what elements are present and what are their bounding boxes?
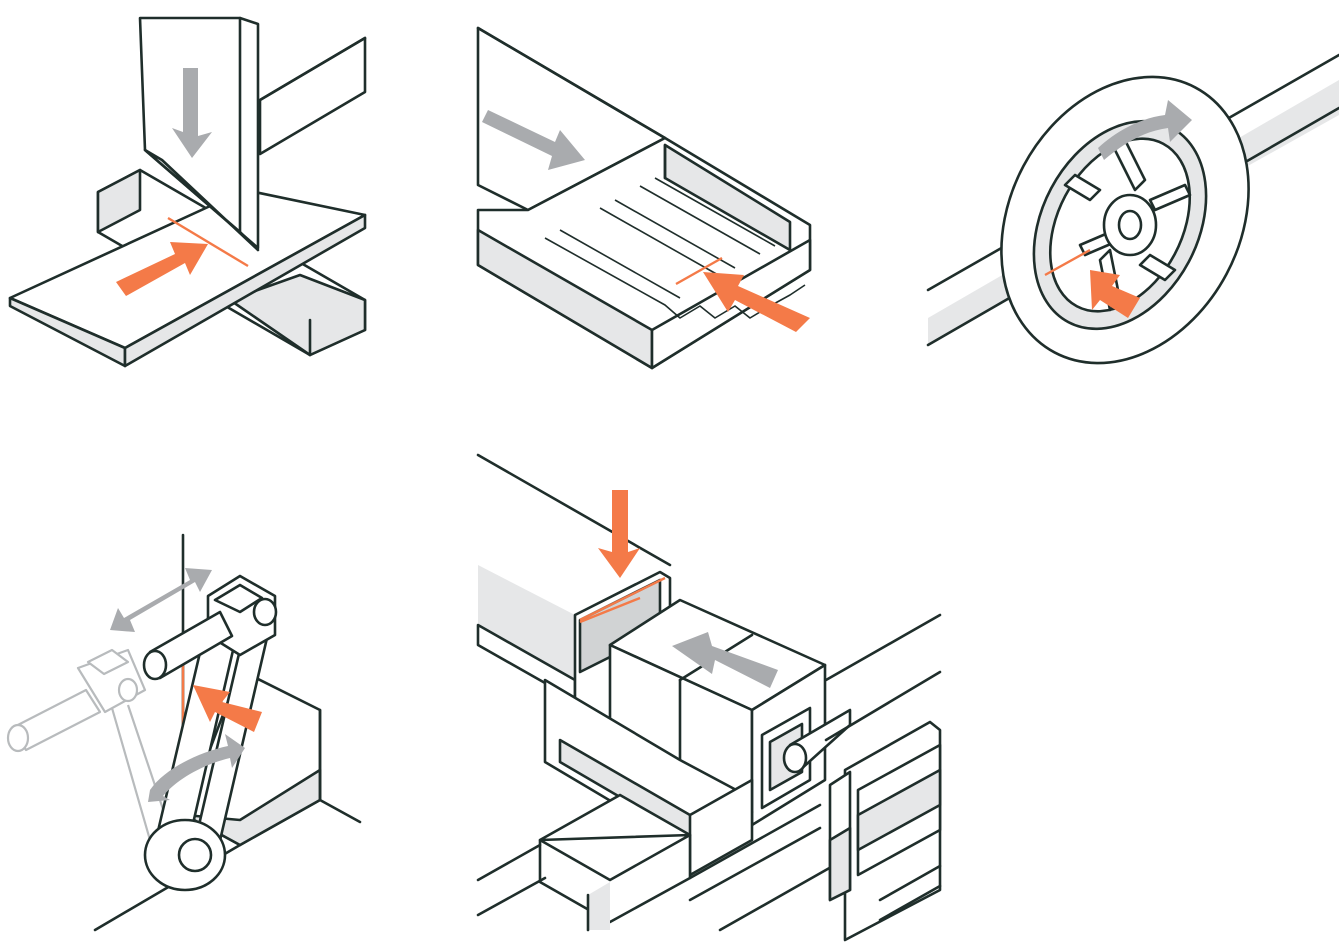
panel-swing-arm-linkage — [6, 533, 362, 932]
panel-rotary-handwheel — [926, 53, 1339, 365]
cut-line — [579, 596, 641, 624]
slide-arrow — [482, 110, 585, 170]
cut-line — [1044, 248, 1091, 277]
swing-arrow — [148, 734, 245, 802]
feed-arrow — [1090, 270, 1140, 318]
cut-line — [167, 216, 249, 268]
blade — [138, 16, 260, 250]
press-arrow — [598, 490, 640, 578]
cylinder — [828, 720, 942, 942]
feed-arrow — [703, 272, 810, 332]
rotate-arrow — [1098, 100, 1192, 160]
cut-line — [675, 256, 723, 286]
push-pull-arrow — [110, 568, 212, 632]
panel-slotted-feed-rail — [476, 26, 812, 370]
feed-arrow — [193, 685, 262, 732]
ram-arrow — [672, 632, 778, 688]
panel-ram-press — [476, 453, 942, 942]
blade-arrow — [172, 68, 212, 158]
ghost-position — [6, 648, 172, 841]
feed-arrow — [116, 242, 208, 296]
panel-guillotine-shear — [8, 16, 367, 368]
